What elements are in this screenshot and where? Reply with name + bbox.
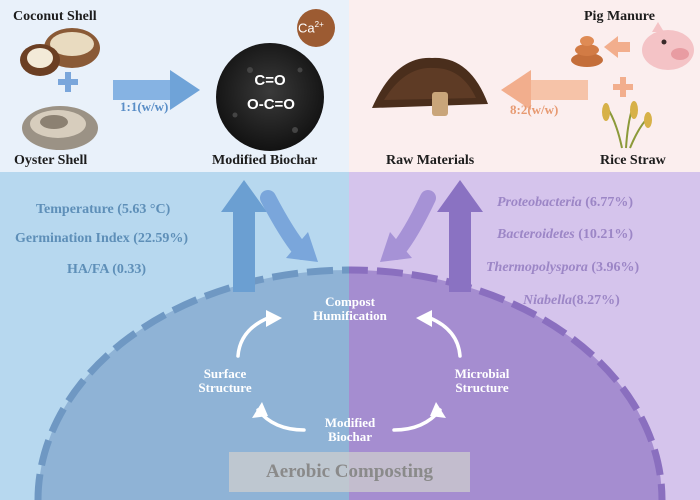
pig-manure-icon [571,36,603,67]
ratio-right: 8:2(w/w) [510,102,559,117]
calcium-ion-label: Ca2+ [298,20,324,36]
biochar-group-1: C=O [254,72,286,89]
mixing-arrow-right [501,70,588,110]
plus-icon-left [58,72,78,92]
indicator-proteobacteria: Proteobacteria (6.77%) [497,195,634,210]
indicator-niabella: Niabella(8.27%) [523,293,620,308]
raw-materials-label: Raw Materials [386,153,475,168]
small-arrow-right [604,36,630,58]
upward-arrow-left [221,180,267,292]
indicator-bacteroidetes: Bacteroidetes (10.21%) [497,227,634,242]
ratio-left: 1:1(w/w) [120,99,169,114]
oyster-shell-icon [22,106,98,150]
oyster-shell-label: Oyster Shell [14,153,88,168]
biochar-group-2: O-C=O [247,96,295,113]
indicator-germination-index: Germination Index (22.59%) [15,231,189,246]
pig-icon [642,22,694,70]
coconut-shell-icon [20,28,100,76]
composting-dome [34,266,666,500]
rice-straw-icon [602,101,652,149]
indicator-ha-fa: HA/FA (0.33) [67,262,147,277]
indicator-temperature: Temperature (5.63 °C) [36,202,171,217]
plus-icon-right [613,77,633,97]
modified-biochar-label: Modified Biochar [212,153,318,168]
biochar-ball-icon [216,43,324,151]
curved-arrow-left [260,190,318,262]
cycle-arrowheads [252,310,446,418]
coconut-shell-label: Coconut Shell [13,9,97,24]
mixing-arrow-left [113,70,200,110]
raw-materials-pile-icon [372,57,488,116]
calcium-ion-icon [297,9,335,47]
rice-straw-label: Rice Straw [600,153,666,168]
pig-manure-label: Pig Manure [584,9,655,24]
aerobic-composting-title: Aerobic Composting [229,452,470,492]
upward-arrow-right [437,180,483,292]
indicator-thermopolyspora: Thermopolyspora (3.96%) [486,260,640,275]
curved-arrow-right [380,190,436,262]
